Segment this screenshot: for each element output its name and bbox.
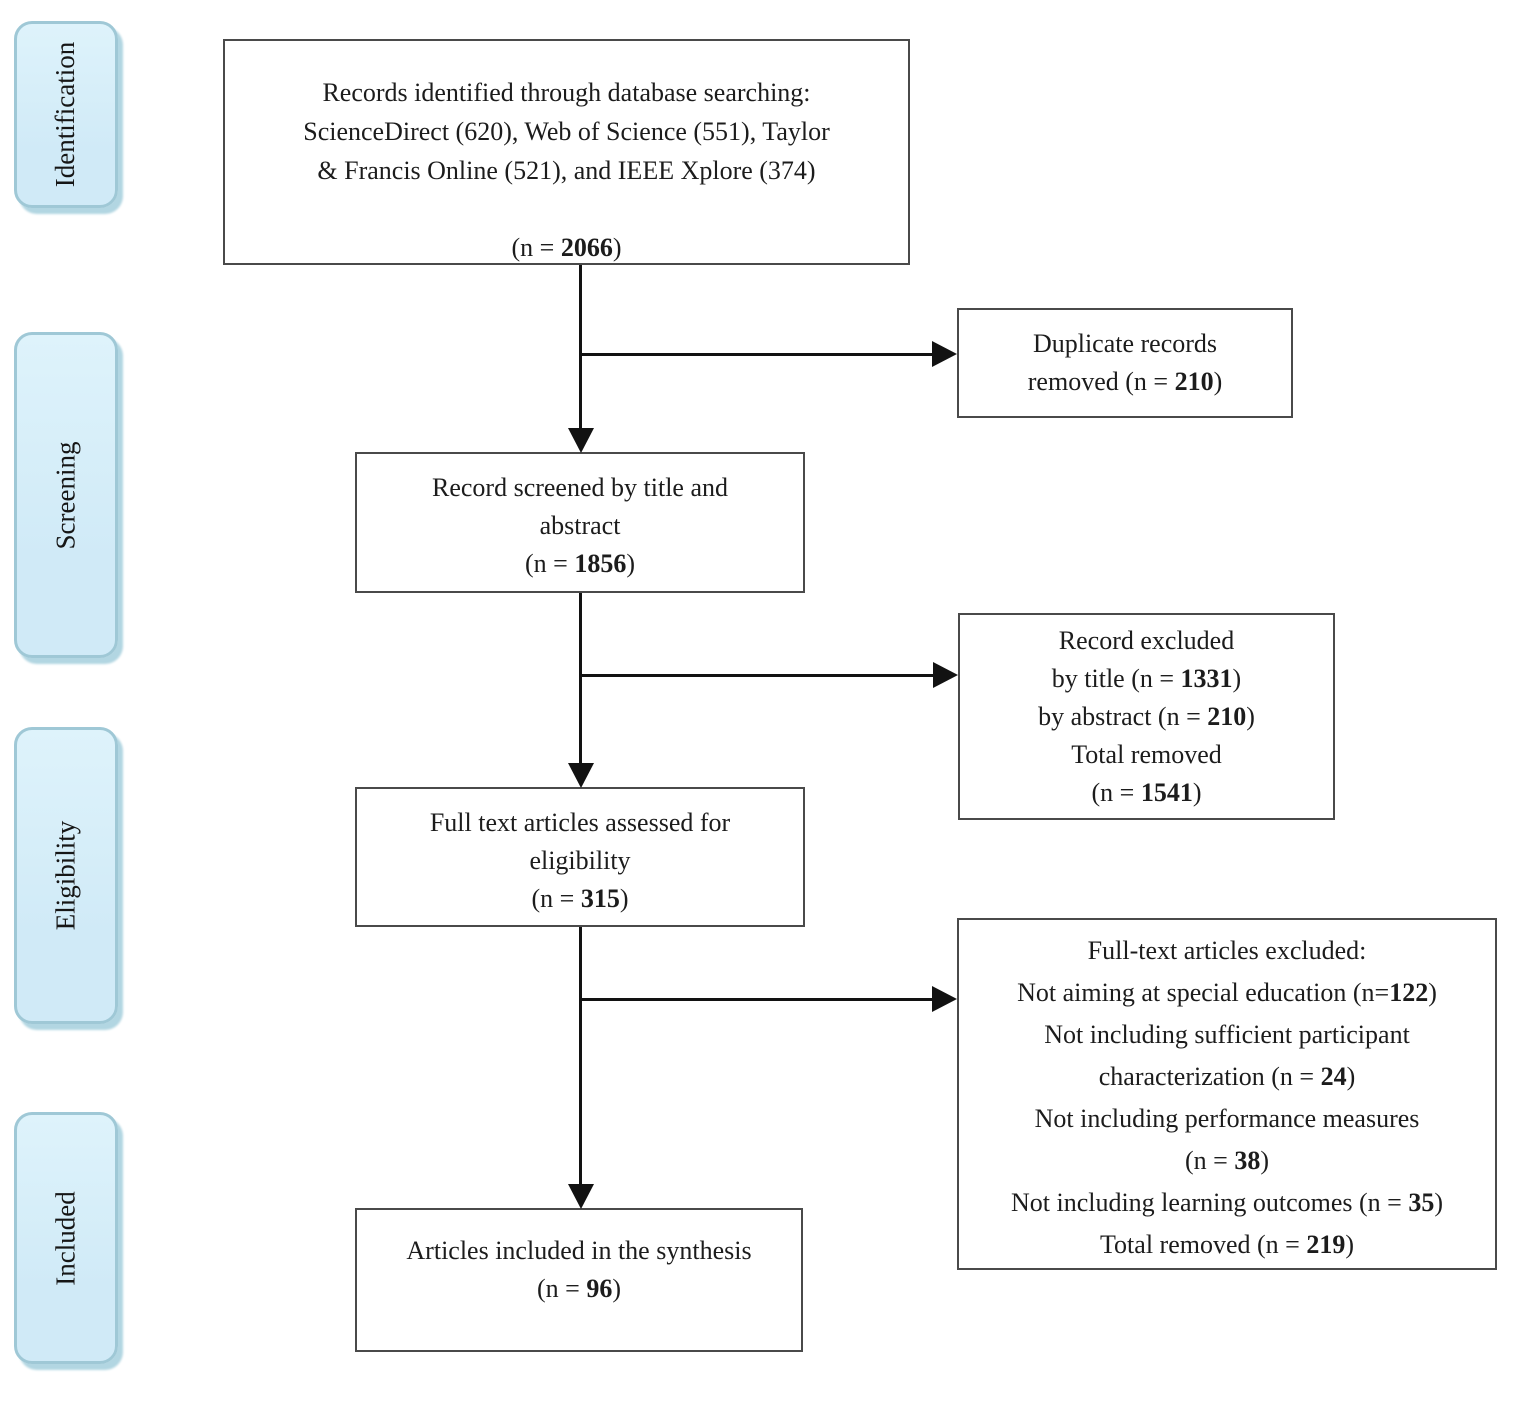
box-text-line: (n = 315) [531, 884, 629, 913]
arrowhead-right-to-fulltext-excluded-icon [932, 986, 957, 1012]
connector-to-duplicates-removed [579, 353, 935, 356]
box-text-line: Records identified through database sear… [322, 78, 811, 107]
box-text-line: Record excluded [1058, 625, 1235, 655]
arrowhead-right-to-excluded-icon [933, 662, 958, 688]
box-text-line: ScienceDirect (620), Web of Science (551… [303, 117, 830, 146]
box-text-line: Articles included in the synthesis [406, 1236, 752, 1265]
connector-screened-to-assessed [579, 593, 582, 764]
connector-assessed-to-included [579, 927, 582, 1185]
connector-to-records-excluded [579, 674, 936, 677]
box-text-line: Not aiming at special education (n=122) [1017, 978, 1437, 1007]
box-text-line: Total removed [1071, 739, 1222, 769]
box-text-line: characterization (n = 24) [1098, 1062, 1356, 1091]
flow-box-fulltext-assessed: Full text articles assessed for eligibili… [355, 787, 805, 927]
flow-box-fulltext-excluded: Full-text articles excluded: Not aiming a… [957, 918, 1497, 1270]
arrowhead-down-to-assessed-icon [568, 763, 594, 788]
box-text-line: eligibility [529, 846, 631, 875]
arrowhead-down-to-screened-icon [568, 428, 594, 453]
stage-box-eligibility: Eligibility [14, 727, 118, 1024]
box-text-line: Duplicate records [1032, 329, 1218, 358]
flow-box-records-excluded: Record excluded by title (n = 1331) by abs… [958, 613, 1335, 820]
box-text-line: (n = 1541) [1091, 777, 1202, 807]
stage-box-included: Included [14, 1112, 118, 1364]
flow-box-articles-included: Articles included in the synthesis (n = 9… [355, 1208, 803, 1352]
box-text-line: (n = 38) [1185, 1146, 1269, 1175]
arrowhead-right-to-duplicates-icon [932, 341, 957, 367]
flow-box-records-identified: Records identified through database sear… [223, 39, 910, 265]
box-text-line: Not including sufficient participant [1044, 1020, 1410, 1049]
arrowhead-down-to-included-icon [568, 1184, 594, 1209]
flow-box-duplicates-removed: Duplicate records removed (n = 210) [957, 308, 1293, 418]
box-text-line: Record screened by title and [432, 473, 728, 502]
box-text-line: (n = 96) [537, 1274, 621, 1303]
box-text-line: by abstract (n = 210) [1038, 701, 1255, 731]
box-text-line: & Francis Online (521), and IEEE Xplore … [317, 156, 816, 185]
box-text-line: abstract [539, 511, 621, 540]
flow-box-records-screened: Record screened by title and abstract (n =… [355, 452, 805, 593]
box-text-line: (n = 1856) [525, 549, 635, 578]
stage-box-identification: Identification [14, 21, 118, 208]
box-text-line: removed (n = 210) [1027, 367, 1223, 396]
box-text-line: Full text articles assessed for [429, 808, 731, 837]
connector-to-fulltext-excluded [579, 998, 935, 1001]
stage-label-included: Included [50, 1190, 81, 1286]
box-text-line: (n = 2066) [511, 233, 622, 262]
box-text-line: Not including learning outcomes (n = 35) [1010, 1188, 1444, 1217]
box-text-line: Total removed (n = 219) [1099, 1230, 1354, 1259]
stage-label-eligibility: Eligibility [50, 820, 81, 931]
box-text-line: Not including performance measures [1034, 1104, 1420, 1133]
stage-box-screening: Screening [14, 332, 118, 658]
box-text-line: Full-text articles excluded: [1087, 936, 1367, 965]
connector-identified-to-screened [579, 265, 582, 429]
stage-label-screening: Screening [50, 441, 81, 549]
box-text-line: by title (n = 1331) [1051, 663, 1242, 693]
stage-label-identification: Identification [50, 41, 81, 188]
